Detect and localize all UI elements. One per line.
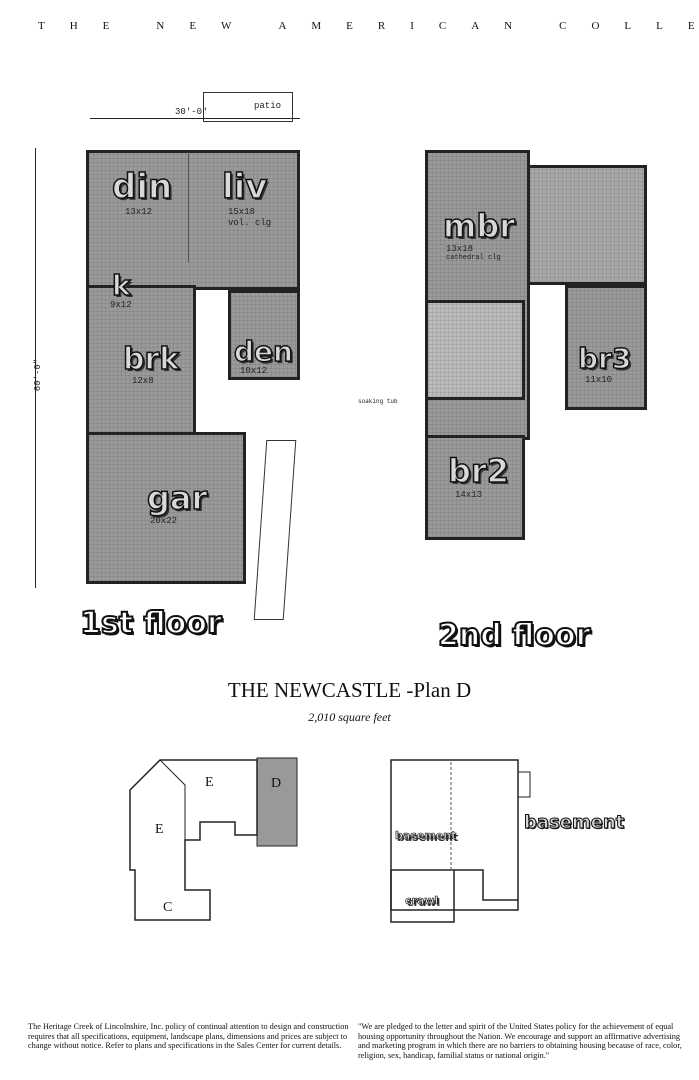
collection-header: THE NEW AMERICAN COLLECTION — [38, 20, 699, 32]
soaking-tub-note: soaking tub — [358, 398, 398, 405]
lot-label-plan-d: D — [271, 776, 282, 791]
width-dimension-line — [90, 118, 300, 119]
square-footage: 2,010 square feet — [308, 710, 391, 724]
room-size: 14x13 — [455, 490, 483, 500]
room-note: cathedral clg — [446, 254, 501, 262]
basement-room-label: basement — [395, 829, 457, 842]
room-label-br3: br3 — [577, 342, 632, 375]
depth-dimension-line — [35, 148, 36, 588]
room-label-mbr: mbr — [442, 207, 516, 245]
room-label-br2: br2 — [447, 452, 509, 490]
footer-disclaimer: The Heritage Creek of Lincolnshire, Inc.… — [28, 1022, 349, 1051]
room-size: 13x18 — [446, 244, 474, 254]
basement-label: basement — [523, 812, 625, 833]
br2-room — [425, 435, 525, 540]
room-size: 15x18 — [228, 207, 256, 217]
room-note: vol. clg — [228, 218, 272, 228]
lot-label: E — [155, 822, 164, 837]
header-word: THE — [38, 20, 135, 32]
header-word: NEW — [156, 20, 257, 32]
lot-label: E — [205, 775, 214, 790]
room-size: 10x12 — [240, 366, 268, 376]
depth-dimension: 60'-0" — [33, 358, 44, 392]
header-word: COLLECTION — [559, 20, 699, 32]
header-word: AMERICAN — [278, 20, 538, 32]
garage-room — [86, 432, 246, 584]
br3-room — [565, 285, 647, 410]
second-floor-label: 2nd floor — [437, 617, 591, 654]
divider — [188, 152, 189, 262]
room-size: 20x22 — [150, 516, 178, 526]
room-label-gar: gar — [146, 479, 208, 517]
footer-equal-housing: "We are pledged to the letter and spirit… — [358, 1022, 682, 1060]
plan-title: THE NEWCASTLE -Plan D — [227, 678, 472, 702]
first-floor-label: 1st floor — [79, 605, 223, 642]
room-size: 13x12 — [125, 207, 153, 217]
room-size: 11x10 — [585, 375, 613, 385]
site-plan-outline — [129, 757, 298, 921]
room-label-brk: brk — [122, 342, 180, 377]
den-room — [228, 290, 300, 380]
kitchen-area — [86, 285, 196, 435]
room-size: 9x12 — [110, 300, 132, 310]
room-label-liv: liv — [221, 167, 268, 207]
room-label-k: k — [111, 269, 131, 302]
bath-area — [425, 300, 525, 400]
width-dimension: 30'-0" — [175, 107, 208, 117]
room-size: 12x8 — [132, 376, 154, 386]
room-label-den: den — [233, 335, 293, 368]
crawl-room-label: crawl — [405, 894, 439, 907]
room-label-din: din — [111, 167, 173, 207]
open-to-below — [527, 165, 647, 285]
walkway — [253, 440, 297, 620]
basement-outline — [390, 759, 531, 923]
lot-label: C — [163, 900, 173, 915]
patio: patio — [203, 92, 293, 122]
